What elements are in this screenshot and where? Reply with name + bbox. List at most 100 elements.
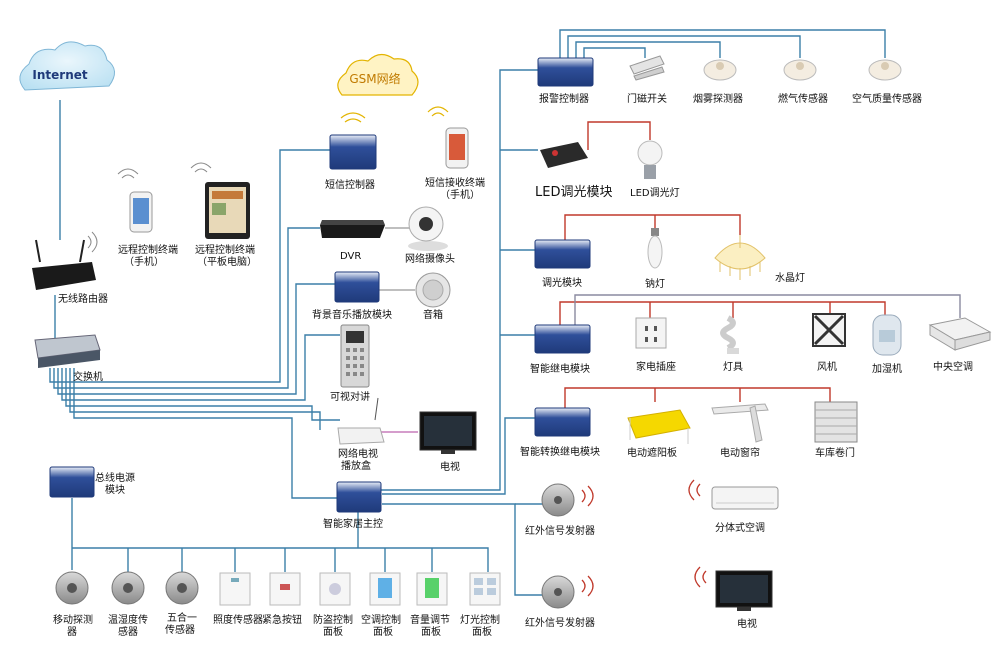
bus-device-2-label-2: 传感器	[165, 623, 195, 636]
bus-power-module: 总线电源 模块	[49, 466, 135, 498]
switch-relay-label: 智能转换继电模块	[520, 445, 600, 458]
bus-device-0-label-1: 移动探测	[53, 613, 93, 626]
gas-sensor: 燃气传感器	[778, 59, 828, 105]
tv1-label: 电视	[440, 460, 460, 473]
remote-phone-label-2: （手机）	[124, 255, 164, 268]
smart-relay-module: 智能继电模块	[530, 324, 591, 375]
iptv-label-1: 网络电视	[338, 447, 378, 460]
alarm-controller: 报警控制器	[537, 57, 594, 105]
sms-controller-label: 短信控制器	[325, 178, 375, 191]
crystal-lamp-label: 水晶灯	[775, 272, 805, 284]
split-ac: 分体式空调	[688, 479, 779, 534]
internet-cloud: Internet	[19, 41, 115, 91]
main-controller-label: 智能家居主控	[323, 517, 383, 530]
bus-device-3-label-1: 照度传感器	[213, 613, 263, 626]
electric-curtain-track: 电动窗帘	[711, 403, 769, 459]
led-lamp-label: LED调光灯	[630, 186, 680, 199]
bus-device-0-label-2: 器	[67, 626, 77, 638]
bus-device-2-label-1: 五合一	[167, 611, 197, 624]
relay-lines	[559, 121, 886, 408]
dvr-label: DVR	[340, 251, 361, 262]
network-lines	[49, 29, 886, 596]
remote-tablet-label-2: （平板电脑）	[197, 255, 257, 268]
gas-sensor-label: 燃气传感器	[778, 92, 828, 105]
sodium-lamp-label: 钠灯	[645, 277, 665, 290]
curtain-label: 电动窗帘	[720, 446, 760, 459]
electric-sunshade: 电动遮阳板	[627, 409, 691, 459]
ir-emitter-1: 红外信号发射器	[525, 483, 595, 537]
iptv-label-2: 播放盒	[341, 459, 371, 472]
ip-camera-label: 网络摄像头	[405, 252, 455, 265]
crystal-chandelier: 水晶灯	[714, 235, 805, 284]
remote-tablet-label-1: 远程控制终端	[195, 243, 255, 256]
sms-receiver-label-2: （手机）	[440, 188, 480, 201]
sunshade-label: 电动遮阳板	[627, 446, 677, 459]
gsm-label: GSM网络	[349, 71, 400, 86]
smoke-detector: 烟雾探测器	[693, 59, 743, 105]
dimmer-module-label: 调光模块	[542, 276, 582, 289]
power-socket: 家电插座	[635, 317, 676, 373]
bus-device-7-label-2: 面板	[421, 625, 441, 638]
humidifier: 加湿机	[872, 314, 902, 375]
fan-label: 风机	[817, 360, 837, 373]
door-sensor-label: 门磁开关	[627, 92, 667, 105]
wireless-router: 无线路由器	[32, 231, 108, 305]
smart-home-main-controller: 智能家居主控	[323, 481, 383, 530]
ip-camera: 网络摄像头	[405, 206, 455, 265]
smoke-detector-label: 烟雾探测器	[693, 92, 743, 105]
sms-receiver-label-1: 短信接收终端	[425, 176, 485, 189]
door-sensor: 门磁开关	[627, 55, 667, 105]
exhaust-fan: 风机	[812, 313, 846, 373]
sms-receiver-phone: 短信接收终端 （手机）	[425, 106, 485, 201]
bus-device-5-label-1: 防盗控制	[313, 613, 353, 626]
tv-1: 电视	[419, 411, 477, 473]
air-sensor-label: 空气质量传感器	[852, 92, 922, 105]
dvr: DVR	[320, 220, 385, 262]
cfl-lamp: 灯具	[720, 315, 743, 373]
ir-emitter-1-label: 红外信号发射器	[525, 524, 595, 537]
bus-device-8-label-2: 面板	[472, 625, 492, 638]
bus-device-6-label-1: 空调控制	[361, 613, 401, 626]
humidifier-label: 加湿机	[872, 362, 902, 375]
led-bulb: LED调光灯	[630, 140, 680, 199]
ir-emitter-2-label: 红外信号发射器	[525, 616, 595, 629]
speaker-label: 音箱	[423, 308, 443, 321]
air-quality-sensor: 空气质量传感器	[852, 59, 922, 105]
bus-power-label-2: 模块	[105, 484, 125, 496]
bus-device-7-label-1: 音量调节	[410, 613, 450, 626]
bus-device-8-label-1: 灯光控制	[460, 613, 500, 626]
central-ac-label: 中央空调	[933, 360, 973, 373]
switch-label: 交换机	[73, 370, 103, 383]
garage-door-label: 车库卷门	[815, 446, 855, 459]
ceiling-speaker: 音箱	[415, 272, 451, 321]
remote-phone-label-1: 远程控制终端	[118, 243, 178, 256]
bus-devices: 移动探测 器 温湿度传 感器 五合一 传感器 照度传感器 紧急按钮 防盗控制 面…	[53, 571, 501, 638]
bus-power-label-1: 总线电源	[95, 471, 135, 484]
sms-controller: 短信控制器	[325, 112, 377, 191]
network-switch: 交换机	[34, 334, 103, 383]
dimmer-module: 调光模块	[534, 239, 591, 289]
bus-device-6-label-2: 面板	[373, 625, 393, 638]
relay-module-label: 智能继电模块	[530, 362, 590, 375]
internet-label: Internet	[32, 68, 87, 82]
led-dimming-module: LED调光模块	[535, 142, 612, 200]
video-intercom-label: 可视对讲	[330, 390, 370, 403]
switch-relay-module: 智能转换继电模块	[520, 407, 600, 458]
iptv-box: 网络电视 播放盒	[337, 397, 385, 472]
bg-music-label: 背景音乐播放模块	[312, 308, 392, 321]
bus-device-5-label-2: 面板	[323, 625, 343, 638]
tv2-label: 电视	[737, 617, 757, 630]
video-intercom: 可视对讲	[330, 324, 370, 403]
gsm-cloud: GSM网络	[337, 53, 419, 96]
lamp-label: 灯具	[723, 361, 743, 373]
dim-lines	[574, 294, 961, 325]
remote-phone: 远程控制终端 （手机）	[117, 168, 178, 268]
split-ac-label: 分体式空调	[715, 521, 765, 534]
bg-music-module: 背景音乐播放模块	[312, 271, 392, 321]
alarm-controller-label: 报警控制器	[539, 92, 589, 105]
tv-2: 电视	[694, 566, 773, 630]
ir-emitter-2: 红外信号发射器	[525, 575, 595, 629]
socket-label: 家电插座	[636, 360, 676, 373]
led-module-label: LED调光模块	[535, 185, 612, 200]
